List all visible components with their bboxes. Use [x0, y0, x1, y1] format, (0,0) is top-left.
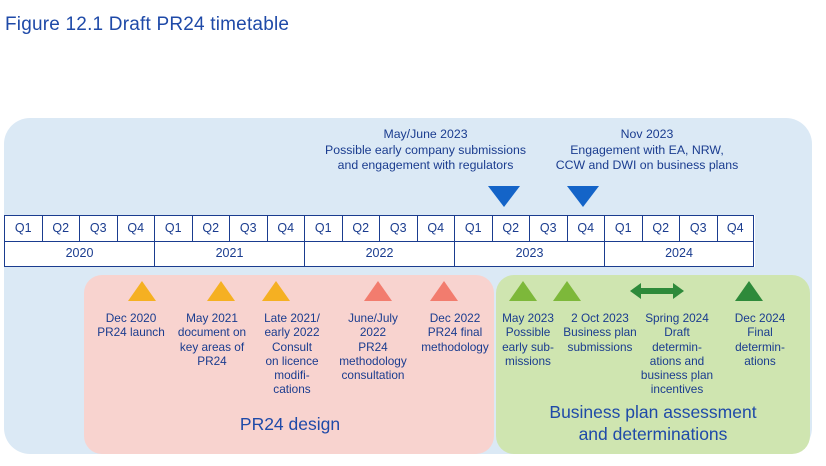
quarter-cell: Q3: [79, 216, 117, 241]
milestone-june-july-2022: June/July 2022 PR24 methodology consulta…: [339, 311, 407, 383]
quarter-cell: Q1: [304, 216, 342, 241]
milestone-dec-2024: Dec 2024 Final determin- ations: [734, 311, 786, 368]
milestone-triangle-icon: [128, 281, 156, 301]
section-label-pr24-design: PR24 design: [239, 414, 341, 434]
milestone-triangle-icon: [553, 281, 581, 301]
milestone-spring-2024: Spring 2024 Draft determin- ations and b…: [640, 311, 714, 397]
figure-title: Figure 12.1 Draft PR24 timetable: [5, 14, 290, 35]
quarter-cell: Q4: [266, 216, 305, 241]
year-cell: 2020: [4, 241, 154, 266]
milestone-triangle-icon: [735, 281, 763, 301]
milestone-dec-2022: Dec 2022 PR24 final methodology: [421, 311, 489, 354]
marker-down-icon: [567, 186, 599, 207]
year-cell: 2021: [154, 241, 304, 266]
milestone-2-oct-2023: 2 Oct 2023 Business plan submissions: [563, 311, 637, 354]
quarter-cell: Q1: [4, 216, 42, 241]
quarter-cell: Q4: [416, 216, 455, 241]
quarter-cell: Q1: [604, 216, 642, 241]
quarter-cell: Q4: [116, 216, 155, 241]
milestone-dec-2020: Dec 2020 PR24 launch: [97, 311, 165, 340]
milestone-triangle-icon: [207, 281, 235, 301]
quarter-cell: Q2: [641, 216, 680, 241]
quarter-cell: Q3: [379, 216, 417, 241]
milestone-triangle-icon: [364, 281, 392, 301]
milestone-may-2023: May 2023 Possible early sub- missions: [502, 311, 554, 368]
milestone-late-2021: Late 2021/ early 2022 Consult on licence…: [264, 311, 320, 397]
business-plan-panel: [496, 275, 810, 454]
quarter-cell: Q3: [229, 216, 267, 241]
year-cell: 2024: [604, 241, 754, 266]
quarter-cell: Q3: [529, 216, 567, 241]
marker-down-icon: [488, 186, 520, 207]
year-cell: 2023: [454, 241, 604, 266]
quarter-cell: Q3: [679, 216, 717, 241]
quarter-cell: Q2: [191, 216, 230, 241]
section-label-business-plan: Business plan assessment and determinati…: [549, 402, 757, 444]
milestone-triangle-icon: [430, 281, 458, 301]
quarter-cell: Q2: [41, 216, 80, 241]
top-note-nov-2023: Nov 2023 Engagement with EA, NRW, CCW an…: [555, 127, 739, 172]
quarter-cell: Q4: [716, 216, 754, 241]
quarter-cell: Q1: [454, 216, 492, 241]
quarter-cell: Q4: [566, 216, 605, 241]
milestone-triangle-icon: [262, 281, 290, 301]
quarter-cell: Q1: [154, 216, 192, 241]
year-cell: 2022: [304, 241, 454, 266]
milestone-triangle-icon: [509, 281, 537, 301]
pr24-design-panel: [84, 275, 494, 454]
top-note-may-june-2023: May/June 2023 Possible early company sub…: [325, 127, 526, 172]
quarter-cell: Q2: [491, 216, 530, 241]
double-arrow-icon: [630, 283, 684, 299]
quarter-cell: Q2: [341, 216, 380, 241]
milestone-may-2021: May 2021 document on key areas of PR24: [177, 311, 247, 368]
